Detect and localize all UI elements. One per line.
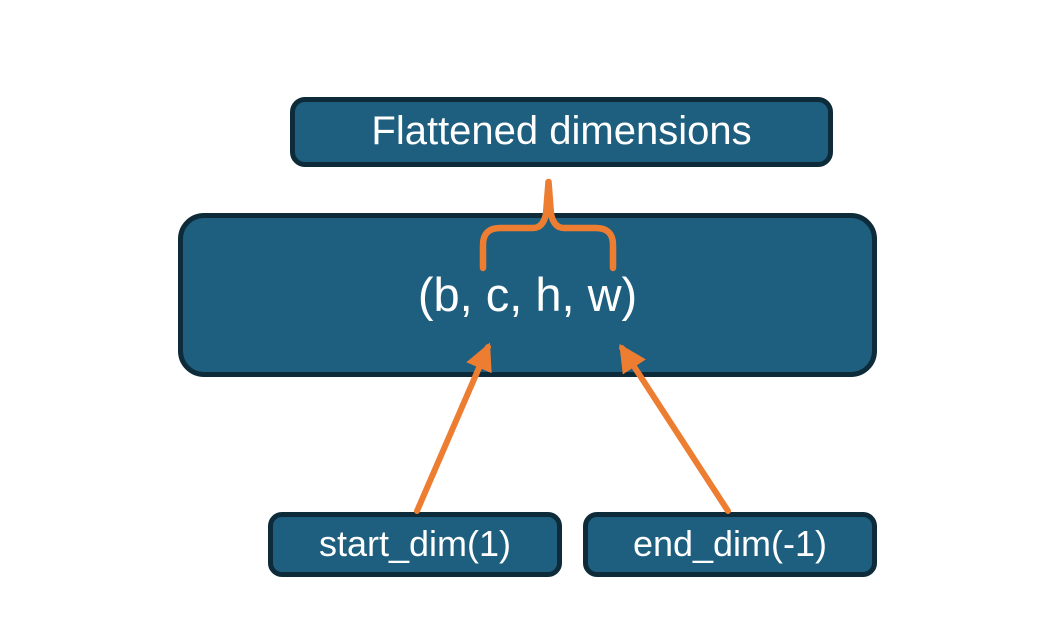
start-dim-box: start_dim(1) bbox=[268, 512, 562, 577]
start-dim-label: start_dim(1) bbox=[318, 522, 512, 564]
end-dim-box: end_dim(-1) bbox=[583, 512, 877, 577]
tensor-shape-box: (b, c, h, w) bbox=[178, 213, 877, 377]
flattened-dimensions-box: Flattened dimensions bbox=[290, 97, 833, 167]
tensor-shape-label: (b, c, h, w) bbox=[417, 267, 638, 321]
end-dim-label: end_dim(-1) bbox=[632, 522, 828, 564]
flattened-dimensions-label: Flattened dimensions bbox=[371, 109, 752, 153]
